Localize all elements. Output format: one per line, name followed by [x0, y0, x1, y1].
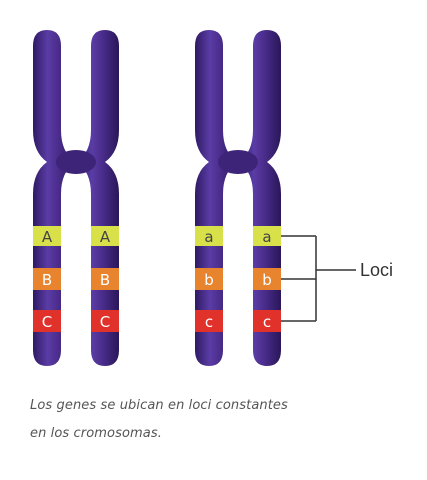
gene-band-B-left-1	[33, 268, 61, 290]
label-A-left-2: A	[100, 228, 111, 246]
chromosome-pair-left: A A B B C C	[33, 30, 119, 366]
gene-band-C-left-2	[91, 310, 119, 332]
label-C-left-1: C	[42, 313, 52, 331]
gene-band-c-right-1	[195, 310, 223, 332]
gene-band-c-right-2	[253, 310, 281, 332]
gene-band-a-right-2	[253, 226, 281, 246]
chromosome-pair-right: a a b b c c	[195, 30, 281, 366]
label-c-right-2: c	[263, 313, 271, 331]
label-B-left-2: B	[100, 271, 110, 289]
gene-band-A-left-1	[33, 226, 61, 246]
chromosome-diagram: A A B B C C a a b b c	[33, 30, 393, 366]
gene-band-B-left-2	[91, 268, 119, 290]
loci-label: Loci	[360, 260, 393, 280]
label-B-left-1: B	[42, 271, 52, 289]
loci-bracket	[281, 235, 356, 322]
label-c-right-1: c	[205, 313, 213, 331]
centromere-right	[218, 150, 258, 174]
gene-band-A-left-2	[91, 226, 119, 246]
gene-band-a-right-1	[195, 226, 223, 246]
gene-band-C-left-1	[33, 310, 61, 332]
caption-line-1: Los genes se ubican en loci constantes	[30, 398, 288, 413]
caption-line-2: en los cromosomas.	[30, 426, 162, 441]
gene-band-b-right-1	[195, 268, 223, 290]
label-b-right-1: b	[204, 271, 214, 289]
centromere-left	[56, 150, 96, 174]
gene-band-b-right-2	[253, 268, 281, 290]
label-C-left-2: C	[100, 313, 110, 331]
label-b-right-2: b	[262, 271, 272, 289]
label-a-right-2: a	[262, 228, 271, 246]
label-A-left-1: A	[42, 228, 53, 246]
label-a-right-1: a	[204, 228, 213, 246]
